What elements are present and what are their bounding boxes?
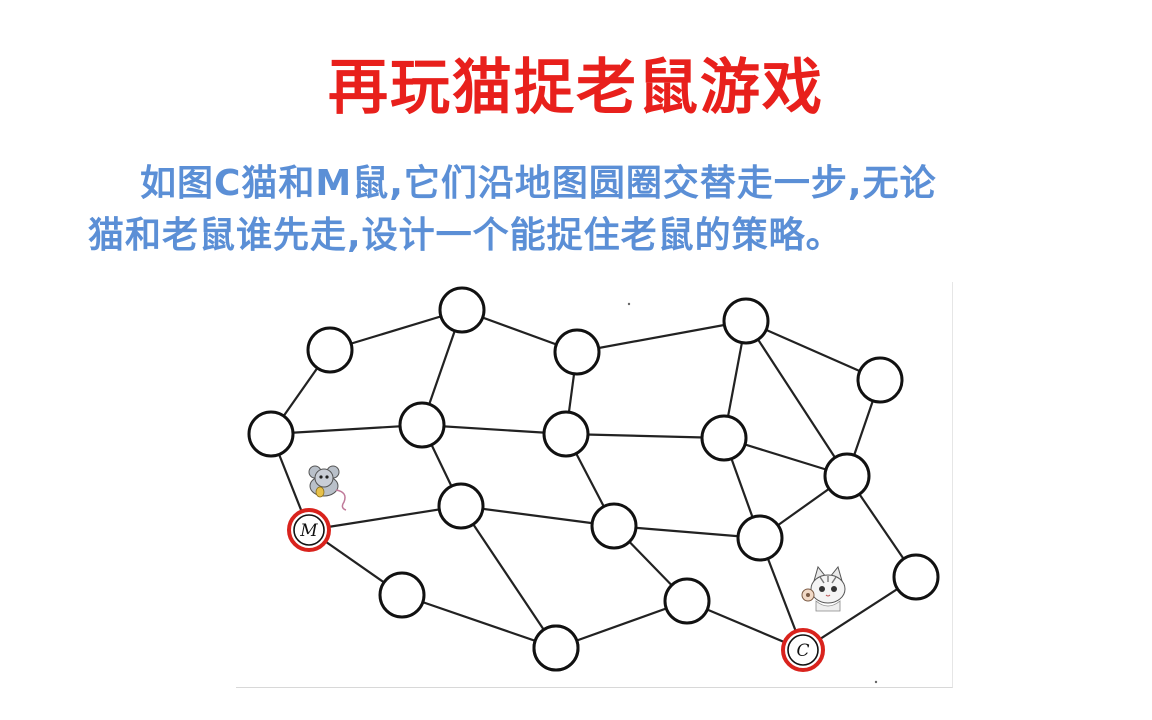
node-circle (736, 514, 784, 562)
node-circle (247, 410, 295, 458)
graph-edge (460, 505, 557, 649)
node-circle (398, 401, 446, 449)
slide-title: 再玩猫捉老鼠游戏 (328, 53, 824, 123)
graph-node (892, 553, 940, 601)
cat-icon (801, 565, 846, 612)
graph-canvas: MC (247, 286, 940, 684)
nodes-layer: MC (247, 286, 940, 684)
graph-node (663, 577, 711, 625)
node-circle (722, 297, 770, 345)
scan-speck (874, 680, 878, 684)
node-circle (378, 571, 426, 619)
node-circle (700, 414, 748, 462)
graph-node (306, 326, 354, 374)
graph-node (590, 502, 638, 550)
graph-node (247, 410, 295, 458)
graph-edge (401, 593, 557, 650)
graph-edge (308, 504, 462, 532)
node-circle (892, 553, 940, 601)
graph-node (700, 414, 748, 462)
graph-edge (745, 320, 848, 477)
graph-edge (745, 319, 881, 382)
node-circle (306, 326, 354, 374)
node-circle (437, 482, 485, 530)
node-circle (590, 502, 638, 550)
mouse-start-node: M (287, 508, 331, 552)
graph-node (532, 624, 580, 672)
cat-start-node: C (781, 628, 825, 672)
node-circle (856, 356, 904, 404)
graph-node (736, 514, 784, 562)
node-circle (542, 410, 590, 458)
graph-node (398, 401, 446, 449)
node-inner-ring (787, 634, 819, 666)
graph-node (722, 297, 770, 345)
node-circle (438, 286, 486, 334)
graph-edge (576, 319, 747, 354)
mouse-icon (308, 465, 347, 511)
graph-node (542, 410, 590, 458)
graph-edge (270, 423, 423, 436)
description-line-2: 猫和老鼠谁先走,设计一个能捉住老鼠的策略。 (88, 215, 843, 256)
graph-node (438, 286, 486, 334)
graph-node (856, 356, 904, 404)
graph-node (823, 452, 871, 500)
node-circle (663, 577, 711, 625)
problem-description: 如图C猫和M鼠,它们沿地图圆圈交替走一步,无论 猫和老鼠谁先走,设计一个能捉住老… (88, 158, 1108, 262)
graph-node (437, 482, 485, 530)
graph-edge (565, 432, 725, 440)
node-circle (532, 624, 580, 672)
graph-node (553, 328, 601, 376)
graph-node (378, 571, 426, 619)
graph-edge (613, 524, 761, 540)
node-circle (553, 328, 601, 376)
node-inner-ring (293, 514, 325, 546)
description-line-1: 如图C猫和M鼠,它们沿地图圆圈交替走一步,无论 (140, 163, 937, 204)
scan-speck (627, 302, 631, 306)
mouse-node-label: M (299, 521, 318, 541)
graph-edge (421, 423, 567, 436)
graph-edge (460, 504, 615, 528)
cat-node-label: C (796, 641, 809, 661)
node-circle (823, 452, 871, 500)
